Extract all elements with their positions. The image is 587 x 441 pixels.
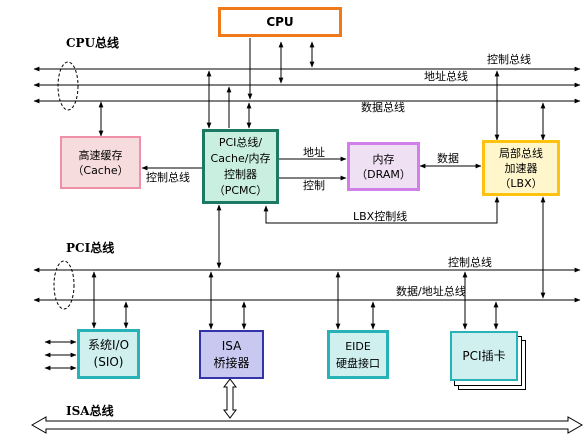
data-label: 数据 [437, 152, 459, 165]
lbx-line-3: （LBX） [499, 176, 543, 190]
cpu-bus-title: CPU总线 [66, 36, 120, 50]
eide-line-2: 硬盘接口 [336, 356, 380, 370]
address-label: 地址 [303, 146, 325, 159]
dram-box: 内存 （DRAM） [347, 142, 420, 191]
dram-line-1: 内存 [372, 152, 395, 166]
sio-line-1: 系统I/O [87, 338, 130, 352]
lbx-box: 局部总线 加速器 （LBX） [482, 140, 560, 196]
dram-line-2: （DRAM） [356, 167, 411, 181]
pcmc-line-1: PCI总线/ [218, 135, 263, 149]
cache-line-2: （Cache） [72, 163, 129, 177]
lbx-control-label: LBX控制线 [353, 210, 408, 223]
cache-control-label: 控制总线 [146, 171, 190, 184]
pcmc-line-3: 控制器 [223, 167, 257, 181]
isa-bridge-box: ISA 桥接器 [199, 330, 264, 379]
sio-box: 系统I/O (SIO) [77, 329, 140, 379]
cpu-data-bus-label: 数据总线 [361, 101, 405, 114]
pci-data-address-bus-label: 数据/地址总线 [396, 285, 466, 298]
cpu-control-bus-label: 控制总线 [487, 53, 531, 66]
isa-bridge-bus-connector [223, 378, 237, 419]
lbx-line-2: 加速器 [504, 161, 538, 175]
isa-bridge-line-1: ISA [221, 338, 242, 353]
lbx-control-line [263, 196, 500, 224]
pci-bus-title: PCI总线 [66, 241, 115, 255]
isa-bus-arrow [30, 416, 584, 434]
cpu-bus-group-ellipse [57, 61, 79, 111]
cpu-box: CPU [218, 7, 342, 37]
eide-line-1: EIDE [345, 339, 371, 353]
sio-line-2: (SIO) [93, 355, 124, 369]
isa-bridge-line-2: 桥接器 [213, 355, 250, 370]
pcmc-box: PCI总线/ Cache/内存 控制器 （PCMC） [202, 129, 279, 204]
pcmc-line-2: Cache/内存 [210, 151, 271, 165]
pcmc-line-4: （PCMC） [213, 183, 268, 197]
cpu-label: CPU [266, 14, 294, 29]
control-label: 控制 [303, 179, 325, 192]
isa-bus-title: ISA总线 [66, 404, 114, 418]
cache-line-1: 高速缓存 [78, 148, 123, 162]
lbx-line-1: 局部总线 [499, 146, 543, 160]
pci-bus-group-ellipse [53, 260, 75, 310]
cache-box: 高速缓存 （Cache） [60, 136, 141, 189]
eide-box: EIDE 硬盘接口 [327, 330, 389, 379]
pci-card-box: PCI插卡 [450, 331, 518, 381]
pci-control-bus-label: 控制总线 [448, 256, 492, 269]
cpu-address-bus-label: 地址总线 [424, 70, 468, 83]
pci-card-label: PCI插卡 [462, 348, 506, 363]
